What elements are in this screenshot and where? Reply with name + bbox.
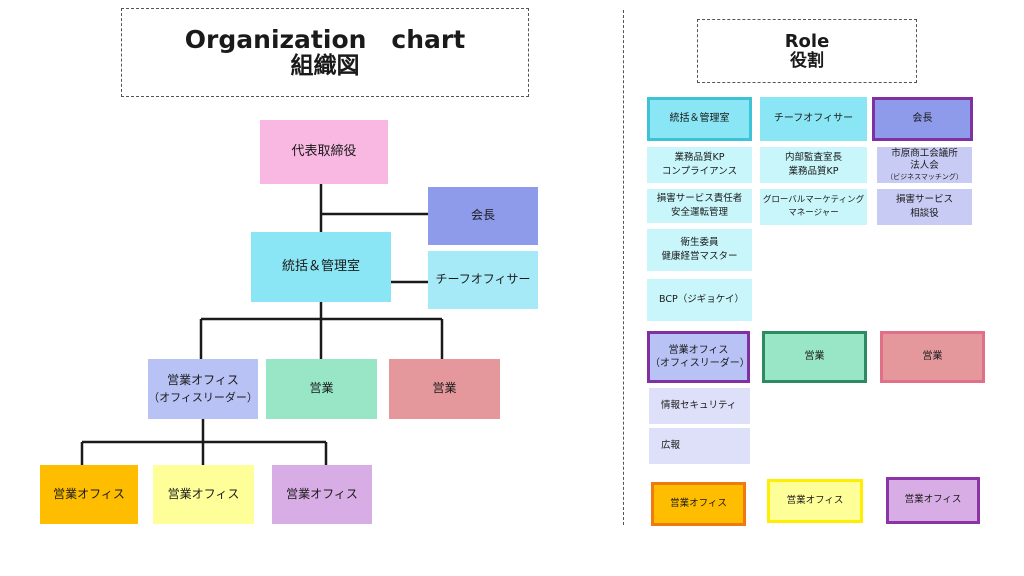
- node-sales-red: 営業: [389, 359, 500, 419]
- node-general-office: 統括＆管理室: [251, 232, 391, 302]
- role-item-general-2: 損害サービス責任者 安全運転管理: [647, 189, 752, 223]
- role-head-chief-officer-label: チーフオフィサー: [773, 113, 854, 125]
- role-item-chairman-2: 損害サービス 相談役: [877, 189, 972, 225]
- role-head-general-office: 統括＆管理室: [647, 97, 752, 141]
- section-divider: [623, 10, 624, 525]
- role-item-general-1-line1: 業務品質KP: [674, 151, 725, 163]
- role-item-chairman-1-line3: （ビジネスマッチング）: [886, 172, 963, 181]
- role-item-general-4: BCP（ジギョケイ）: [647, 279, 752, 321]
- role-title-en: Role: [784, 30, 830, 52]
- node-chairman: 会長: [428, 187, 538, 245]
- role-bottom-orange: 営業オフィス: [651, 482, 746, 526]
- node-sales-office-purple-label: 営業オフィス: [286, 486, 358, 501]
- role-bottom-purple-label: 営業オフィス: [904, 494, 962, 506]
- role-item-chairman-1-line1: 市原商工会議所: [891, 148, 958, 160]
- role-head-sales-office-leader-line2: （オフィスリーダー）: [650, 358, 750, 369]
- role-item-chief-1-line2: 業務品質KP: [788, 166, 839, 177]
- node-sales-office-leader-label1: 営業オフィス: [167, 373, 239, 388]
- node-sales-office-leader: 営業オフィス （オフィスリーダー）: [148, 359, 258, 419]
- node-sales-green: 営業: [266, 359, 377, 419]
- role-item-general-3-line1: 衛生委員: [680, 236, 719, 248]
- role-title-box: Role 役割: [697, 19, 917, 83]
- role-head-chairman-label: 会長: [912, 113, 933, 125]
- role-item-leader-2-label: 広報: [661, 439, 681, 451]
- role-item-chief-2: グローバルマーケティング マネージャー: [760, 189, 867, 225]
- role-item-chairman-1-line2: 法人会: [910, 160, 939, 172]
- role-head-chief-officer: チーフオフィサー: [760, 97, 867, 141]
- role-item-chief-1: 内部監査室長 業務品質KP: [760, 147, 867, 183]
- role-head-general-office-label: 統括＆管理室: [669, 113, 730, 125]
- org-title-box: Organization chart 組織図: [121, 8, 529, 97]
- role-item-chairman-2-line2: 相談役: [910, 208, 939, 219]
- role-bottom-purple: 営業オフィス: [886, 477, 980, 524]
- role-item-general-2-line2: 安全運転管理: [670, 207, 728, 218]
- role-head-sales-green: 営業: [762, 331, 867, 383]
- node-sales-green-label: 営業: [309, 381, 334, 396]
- role-item-chief-1-line1: 内部監査室長: [784, 151, 842, 163]
- node-chief-officer-label: チーフオフィサー: [435, 272, 531, 287]
- role-item-general-2-line1: 損害サービス責任者: [656, 192, 743, 204]
- node-chairman-label: 会長: [470, 208, 495, 223]
- role-head-sales-office-leader: 営業オフィス （オフィスリーダー）: [647, 331, 750, 383]
- node-sales-red-label: 営業: [432, 381, 457, 396]
- role-bottom-yellow-label: 営業オフィス: [786, 494, 844, 506]
- role-item-leader-1: 情報セキュリティ: [649, 388, 750, 424]
- role-head-sales-office-leader-line1: 営業オフィス: [668, 344, 729, 356]
- node-sales-office-leader-label2: （オフィスリーダー）: [148, 390, 258, 404]
- role-bottom-yellow: 営業オフィス: [767, 479, 863, 523]
- org-title-en: Organization chart: [184, 25, 466, 55]
- node-representative: 代表取締役: [260, 120, 388, 184]
- role-title-ja: 役割: [790, 50, 824, 71]
- node-sales-office-orange-label: 営業オフィス: [53, 486, 125, 501]
- node-sales-office-yellow: 営業オフィス: [153, 465, 254, 524]
- role-head-sales-green-label: 営業: [804, 351, 825, 363]
- org-title-ja: 組織図: [290, 52, 360, 79]
- role-item-leader-2: 広報: [649, 428, 750, 464]
- role-item-general-4-line1: BCP（ジギョケイ）: [659, 293, 745, 305]
- node-representative-label: 代表取締役: [291, 143, 357, 159]
- node-general-office-label: 統括＆管理室: [281, 258, 360, 274]
- role-bottom-orange-label: 営業オフィス: [670, 497, 727, 509]
- role-item-general-1: 業務品質KP コンプライアンス: [647, 147, 752, 183]
- role-head-sales-red-label: 営業: [922, 351, 943, 363]
- node-sales-office-orange: 営業オフィス: [40, 465, 138, 524]
- node-sales-office-yellow-label: 営業オフィス: [167, 486, 240, 501]
- role-item-chairman-1: 市原商工会議所 法人会 （ビジネスマッチング）: [877, 147, 972, 183]
- role-item-leader-1-label: 情報セキュリティ: [661, 399, 737, 411]
- node-chief-officer: チーフオフィサー: [428, 251, 538, 309]
- role-item-chief-2-line2: マネージャー: [788, 208, 839, 218]
- role-item-chief-2-line1: グローバルマーケティング: [762, 195, 865, 206]
- role-head-sales-red: 営業: [880, 331, 985, 383]
- role-item-general-1-line2: コンプライアンス: [661, 166, 738, 177]
- role-item-chairman-2-line1: 損害サービス: [895, 193, 953, 205]
- role-head-chairman: 会長: [872, 97, 973, 141]
- role-item-general-3: 衛生委員 健康経営マスター: [647, 229, 752, 271]
- role-item-general-3-line2: 健康経営マスター: [661, 251, 738, 262]
- node-sales-office-purple: 営業オフィス: [272, 465, 372, 524]
